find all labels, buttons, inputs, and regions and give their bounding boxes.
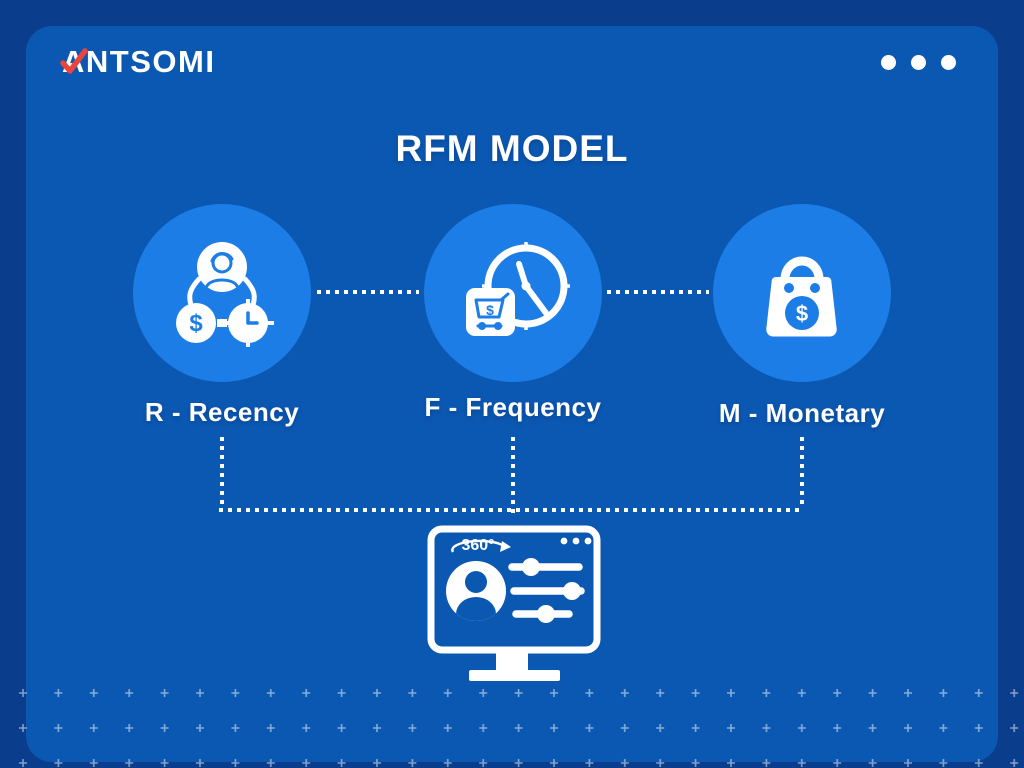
antsomi-logo: ANTSOMI bbox=[60, 44, 215, 80]
connector-drop-frequency bbox=[511, 437, 515, 513]
svg-text:$: $ bbox=[486, 302, 494, 318]
menu-dot bbox=[911, 55, 926, 70]
money-shopping-bag-icon: $ bbox=[766, 256, 837, 337]
shopping-cart-clock-icon: $ bbox=[466, 242, 570, 336]
connector-bus bbox=[219, 508, 804, 512]
plus-grid-pattern bbox=[0, 678, 1024, 768]
svg-text:$: $ bbox=[189, 310, 203, 337]
label-monetary: M - Monetary bbox=[718, 398, 886, 428]
connector-frequency-monetary bbox=[607, 290, 709, 294]
menu-dot bbox=[881, 55, 896, 70]
connector-drop-recency bbox=[220, 437, 224, 509]
page-title: RFM MODEL bbox=[395, 128, 629, 169]
node-recency: $ bbox=[133, 204, 311, 382]
customer-avatar-circle bbox=[197, 242, 247, 292]
degree-label: 360° bbox=[461, 537, 494, 554]
menu-dot bbox=[941, 55, 956, 70]
red-checkmark-icon bbox=[60, 48, 88, 74]
dollar-badge bbox=[785, 296, 819, 330]
label-recency: R - Recency bbox=[144, 397, 300, 427]
ellipsis-menu-icon[interactable] bbox=[881, 55, 956, 70]
node-frequency: $ bbox=[424, 204, 602, 382]
connector-drop-monetary bbox=[800, 437, 804, 509]
svg-text:$: $ bbox=[796, 301, 808, 326]
customer-360-dashboard-icon: 360° bbox=[427, 525, 601, 681]
connector-recency-frequency bbox=[317, 290, 419, 294]
dollar-circle bbox=[176, 303, 216, 343]
node-monetary: $ bbox=[713, 204, 891, 382]
label-frequency: F - Frequency bbox=[424, 392, 602, 422]
customer-dollar-clock-icon: $ bbox=[176, 242, 274, 347]
